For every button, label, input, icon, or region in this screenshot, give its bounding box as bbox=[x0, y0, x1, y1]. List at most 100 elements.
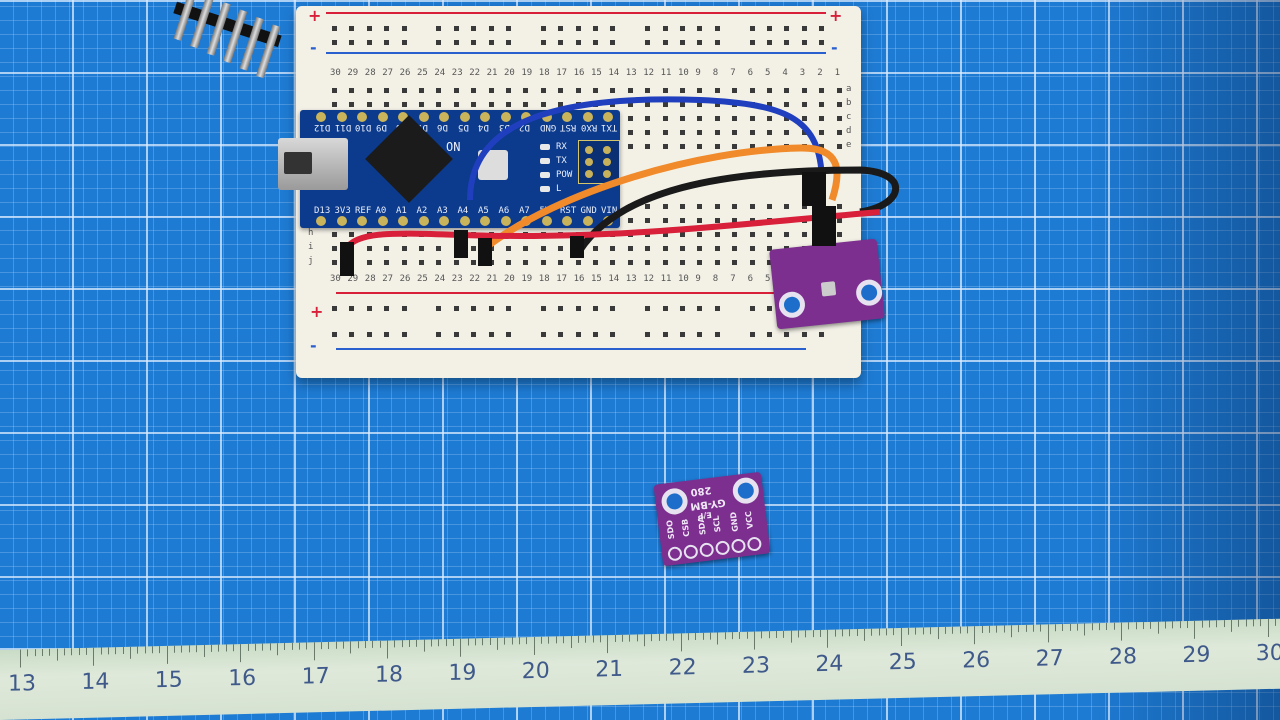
rail-hole bbox=[767, 26, 772, 31]
ruler-minor-tick bbox=[218, 644, 220, 652]
ruler-minor-tick bbox=[71, 648, 73, 656]
rail-hole bbox=[680, 40, 685, 45]
rail-hole bbox=[767, 40, 772, 45]
terminal-hole bbox=[714, 144, 720, 149]
column-number: 29 bbox=[347, 68, 359, 78]
terminal-hole bbox=[680, 130, 685, 135]
rail-hole bbox=[575, 26, 581, 31]
terminal-hole bbox=[749, 260, 755, 265]
terminal-hole bbox=[749, 144, 755, 149]
led-label: RX bbox=[556, 142, 567, 152]
nano-pin-pad bbox=[541, 112, 552, 122]
rail-hole bbox=[488, 26, 494, 31]
terminal-hole bbox=[714, 130, 720, 135]
ruler-number: 14 bbox=[81, 669, 110, 696]
ruler-minor-tick bbox=[952, 626, 954, 634]
ruler-minor-tick bbox=[893, 628, 895, 636]
ruler-number: 24 bbox=[815, 651, 844, 678]
ruler-minor-tick bbox=[673, 633, 675, 641]
column-number: 18 bbox=[538, 274, 550, 284]
rail-hole bbox=[471, 306, 477, 311]
nano-pin-pad bbox=[521, 112, 531, 122]
ruler-major-tick bbox=[1267, 618, 1269, 638]
ruler-major-tick bbox=[607, 635, 609, 654]
ruler-minor-tick bbox=[849, 629, 851, 637]
ruler-minor-tick bbox=[467, 638, 469, 646]
ruler-major-tick bbox=[20, 649, 21, 668]
terminal-hole bbox=[819, 204, 825, 209]
terminal-hole bbox=[453, 102, 459, 107]
ruler-minor-tick bbox=[724, 632, 726, 640]
rail-hole bbox=[593, 332, 598, 337]
rail-hole bbox=[349, 332, 355, 337]
terminal-hole bbox=[349, 232, 355, 237]
terminal-hole bbox=[819, 232, 825, 237]
column-number: 24 bbox=[434, 68, 446, 78]
terminal-hole bbox=[801, 204, 807, 209]
ruler-minor-tick bbox=[445, 639, 447, 647]
column-number: 14 bbox=[608, 274, 620, 284]
terminal-hole bbox=[366, 102, 372, 107]
nano-pin-label: RX0 bbox=[580, 122, 597, 132]
ruler-major-tick bbox=[974, 626, 976, 645]
terminal-hole bbox=[627, 102, 633, 107]
ruler-minor-tick bbox=[379, 640, 381, 648]
nano-pin-pad bbox=[541, 216, 552, 226]
terminal-hole bbox=[488, 260, 494, 265]
terminal-hole bbox=[627, 144, 633, 149]
terminal-hole bbox=[645, 260, 651, 265]
rail-hole bbox=[349, 40, 355, 45]
column-number: 15 bbox=[591, 68, 602, 78]
ruler-minor-tick bbox=[284, 643, 286, 651]
rail-hole bbox=[610, 306, 616, 311]
nano-pin-label: D5 bbox=[457, 122, 469, 132]
ruler-minor-tick bbox=[702, 632, 704, 640]
nano-pin-pad bbox=[500, 112, 511, 122]
terminal-hole bbox=[680, 88, 685, 93]
terminal-hole bbox=[471, 102, 477, 107]
terminal-hole bbox=[627, 204, 633, 209]
nano-pin-label: D9 bbox=[375, 122, 387, 132]
rail-hole bbox=[384, 306, 390, 311]
ruler-major-tick bbox=[680, 633, 682, 652]
nano-pin-label: A5 bbox=[478, 206, 489, 216]
terminal-hole bbox=[819, 116, 825, 121]
ruler-minor-tick bbox=[966, 626, 968, 634]
terminal-hole bbox=[419, 232, 424, 237]
terminal-hole bbox=[714, 102, 720, 107]
row-letter: a bbox=[846, 84, 852, 94]
terminal-hole bbox=[662, 116, 668, 121]
terminal-hole bbox=[349, 260, 355, 265]
rail-hole bbox=[645, 26, 651, 31]
ruler-minor-tick bbox=[1069, 623, 1071, 631]
ruler-minor-tick bbox=[276, 643, 278, 656]
rail-hole bbox=[575, 306, 581, 311]
terminal-hole bbox=[366, 88, 372, 93]
ruler-minor-tick bbox=[798, 630, 800, 638]
nano-pin-label: REF bbox=[355, 206, 372, 216]
column-number: 16 bbox=[573, 274, 585, 284]
ruler-minor-tick bbox=[1084, 623, 1086, 636]
ruler-minor-tick bbox=[577, 635, 579, 643]
terminal-hole bbox=[680, 204, 685, 209]
nano-pin-pad bbox=[377, 216, 388, 226]
ruler-minor-tick bbox=[122, 646, 124, 655]
terminal-hole bbox=[836, 204, 842, 209]
terminal-hole bbox=[384, 260, 390, 265]
column-number: 26 bbox=[399, 274, 411, 284]
nano-pin-pad bbox=[459, 216, 470, 226]
terminal-hole bbox=[558, 102, 564, 107]
ruler-minor-tick bbox=[152, 646, 154, 654]
ruler-number: 13 bbox=[8, 671, 36, 697]
ruler-minor-tick bbox=[475, 638, 477, 646]
column-number: 26 bbox=[399, 68, 411, 78]
nano-pin-label: A0 bbox=[375, 206, 387, 216]
column-number: 25 bbox=[417, 274, 428, 284]
sensor-code-text: 280 bbox=[689, 483, 712, 498]
nano-pin-label: D3 bbox=[498, 122, 510, 132]
nano-pin-label: GND bbox=[539, 122, 556, 132]
terminal-hole bbox=[662, 204, 668, 209]
ruler-minor-tick bbox=[1231, 619, 1233, 632]
ruler-major-tick bbox=[1047, 624, 1049, 643]
